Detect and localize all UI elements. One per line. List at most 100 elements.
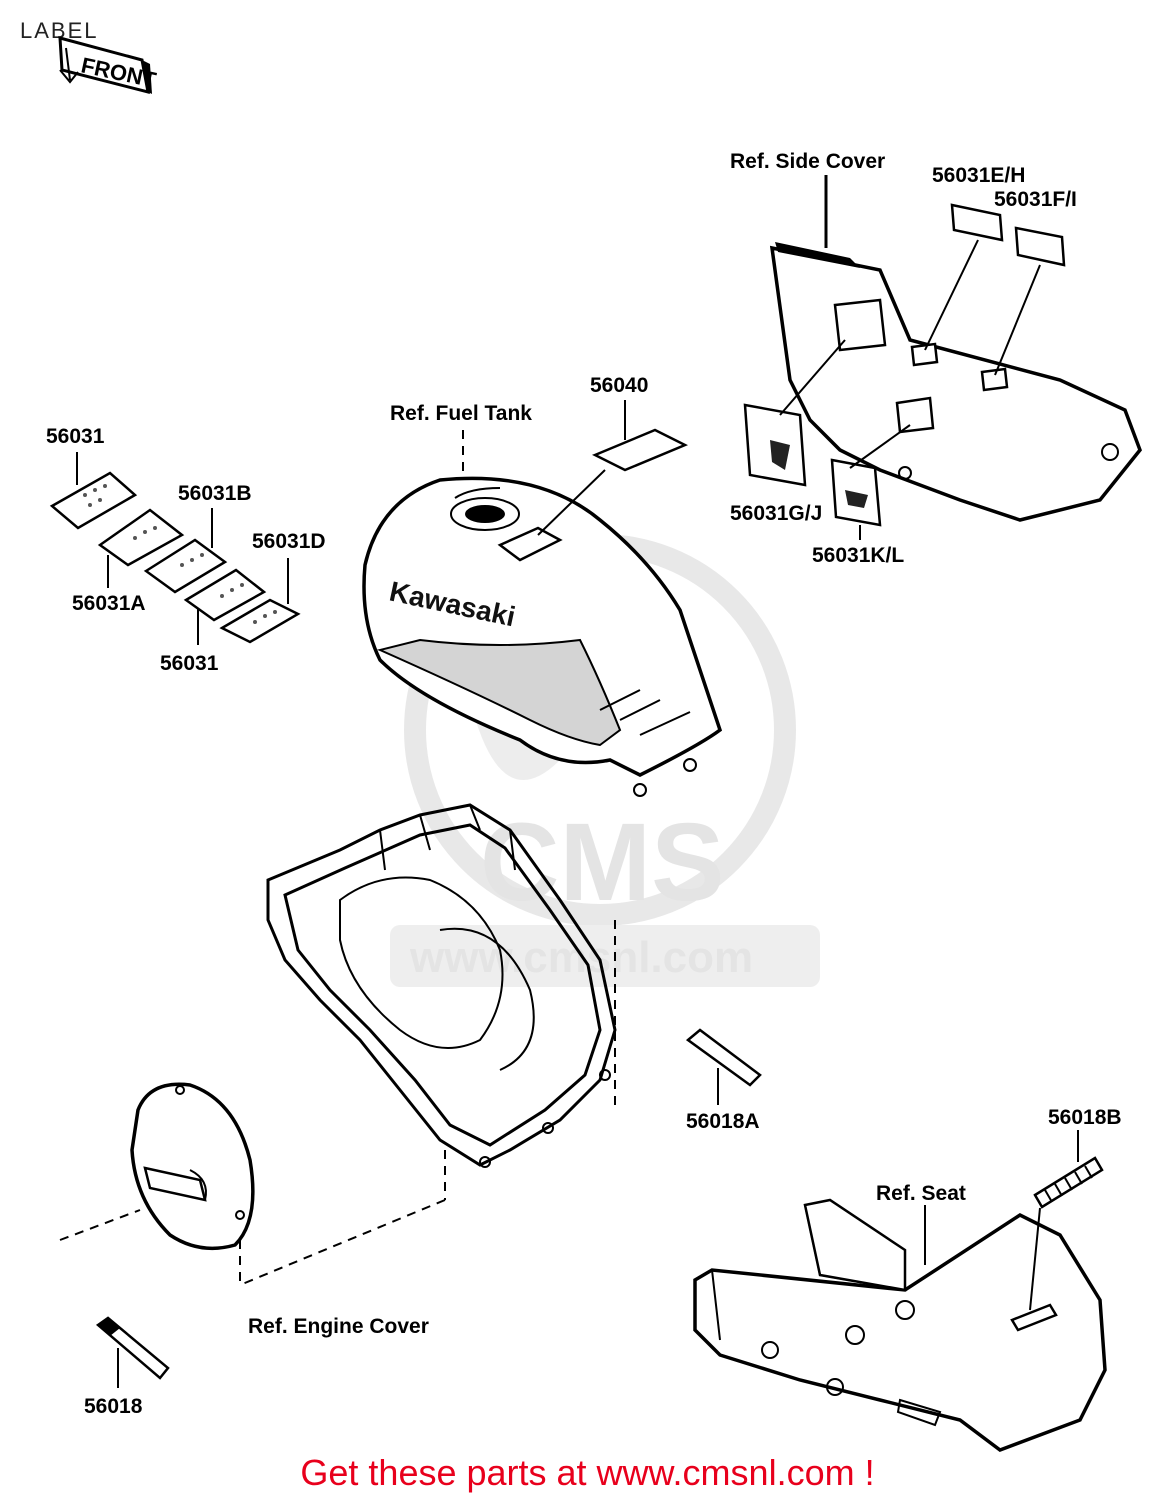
diagram-line-art [779, 339, 846, 416]
diagram-line-art [826, 1378, 844, 1396]
fuel-tank: Kawasaki [362, 430, 723, 797]
label-56031D-code: 56031D [252, 530, 326, 553]
diagram-line-art [88, 503, 92, 507]
diagram-line-art [235, 1210, 245, 1220]
diagram-line-art [83, 484, 107, 507]
diagram-line-art [895, 1300, 915, 1320]
front-arrow-mark: FRONT [58, 36, 159, 95]
diagram-line-art [1044, 1165, 1093, 1203]
diagram-line-art [180, 563, 184, 567]
diagram-line-art [599, 689, 691, 736]
diagram-line-art [339, 876, 504, 1049]
diagram-line-art [190, 558, 194, 562]
diagram-line-art [379, 804, 516, 871]
diagram-line-art [130, 1082, 255, 1251]
diagram-line-art [362, 476, 723, 777]
diagram-line-art [1084, 1165, 1093, 1179]
diagram-line-art [376, 638, 622, 747]
diagram-line-art [895, 396, 935, 434]
diagram-line-art [994, 264, 1041, 376]
diagram-line-art [1101, 443, 1119, 461]
label-56018A-code: 56018A [686, 1110, 760, 1133]
diagram-line-art [98, 1318, 120, 1336]
diagram-line-art [180, 553, 204, 567]
diagram-line-art [390, 925, 820, 987]
diagram-line-art [896, 1398, 942, 1427]
diagram-line-art [845, 490, 868, 508]
diagram-line-art [266, 803, 617, 1167]
diagram-line-art [240, 583, 244, 587]
diagram-line-art [465, 505, 505, 523]
label-56018B-code: 56018B [1048, 1106, 1122, 1129]
label-56031A-code: 56031A [72, 592, 146, 615]
diagram-line-art [1064, 1177, 1073, 1191]
diagram-line-art [1044, 1189, 1053, 1203]
label-56031B-code: 56031B [178, 482, 252, 505]
engine-cover-gasket [266, 803, 617, 1168]
label-56031-top-code: 56031 [46, 425, 105, 448]
clutch-cover [130, 1082, 255, 1251]
label-stack-56031 [49, 452, 301, 645]
label-56031FI-code: 56031F/I [994, 188, 1077, 211]
diagram-line-art [599, 1069, 611, 1081]
diagram-line-art [769, 245, 1142, 522]
label-56031B [143, 538, 228, 594]
diagram-line-art [220, 594, 224, 598]
diagram-line-art [980, 367, 1009, 392]
diagram-line-art [803, 1198, 907, 1292]
diagram-line-art [253, 610, 277, 624]
ref-engine-cover: Ref. Engine Cover [248, 1315, 429, 1338]
diagram-line-art [142, 60, 152, 94]
diagram-line-art [849, 424, 911, 469]
diagram-line-art [239, 1199, 446, 1286]
diagram-line-art [283, 823, 602, 1147]
diagram-line-art [98, 498, 102, 502]
diagram-line-art [845, 1325, 865, 1345]
label-56031-top [49, 471, 138, 530]
diagram-line-art [220, 583, 244, 598]
watermark-logo: CMS [480, 801, 724, 924]
page-title: LABEL [20, 18, 99, 43]
diagram-line-art [770, 440, 790, 470]
diagram-line-art [59, 47, 79, 84]
diagram-line-art [761, 1341, 779, 1359]
label-56031FI [1014, 226, 1066, 267]
diagram-line-art [103, 484, 107, 488]
diagram-line-art [93, 488, 97, 492]
diagram-line-art [143, 530, 147, 534]
diagram-line-art [479, 1156, 491, 1168]
diagram-line-art [83, 493, 87, 497]
diagram-line-art [439, 927, 535, 1071]
diagram-line-art [175, 1085, 185, 1095]
ref-side-cover: Ref. Side Cover [730, 150, 885, 173]
diagram-line-art [200, 553, 204, 557]
diagram-line-art [683, 758, 697, 772]
diagram-line-art [910, 342, 939, 367]
diagram-line-art [133, 536, 137, 540]
label-56040-code: 56040 [590, 374, 648, 397]
diagram-line-art [1054, 1183, 1063, 1197]
diagram-line-art [133, 526, 157, 540]
label-56031A [97, 508, 185, 567]
side-cover-panel [833, 298, 887, 352]
label-56031D [219, 598, 301, 644]
diagram-line-art [1029, 1207, 1041, 1311]
footer-shop-link[interactable]: Get these parts at www.cmsnl.com ! [300, 1452, 875, 1493]
diagram-line-art [263, 614, 267, 618]
label-56018A [685, 1028, 762, 1087]
label-56031EH-code: 56031E/H [932, 164, 1025, 187]
tail-cowl [693, 1198, 1107, 1452]
diagram-line-art [693, 1212, 1107, 1452]
label-56031EH [950, 203, 1004, 242]
ref-seat: Ref. Seat [876, 1182, 966, 1205]
diagram-line-art [230, 588, 234, 592]
label-56031-bottom [183, 568, 267, 622]
label-56018-code: 56018 [84, 1395, 143, 1418]
diagram-line-art [633, 783, 647, 797]
diagram-line-art [537, 469, 606, 536]
diagram-line-art [1074, 1171, 1083, 1185]
diagram-line-art [59, 1209, 141, 1241]
diagram-line-art [189, 1169, 207, 1201]
